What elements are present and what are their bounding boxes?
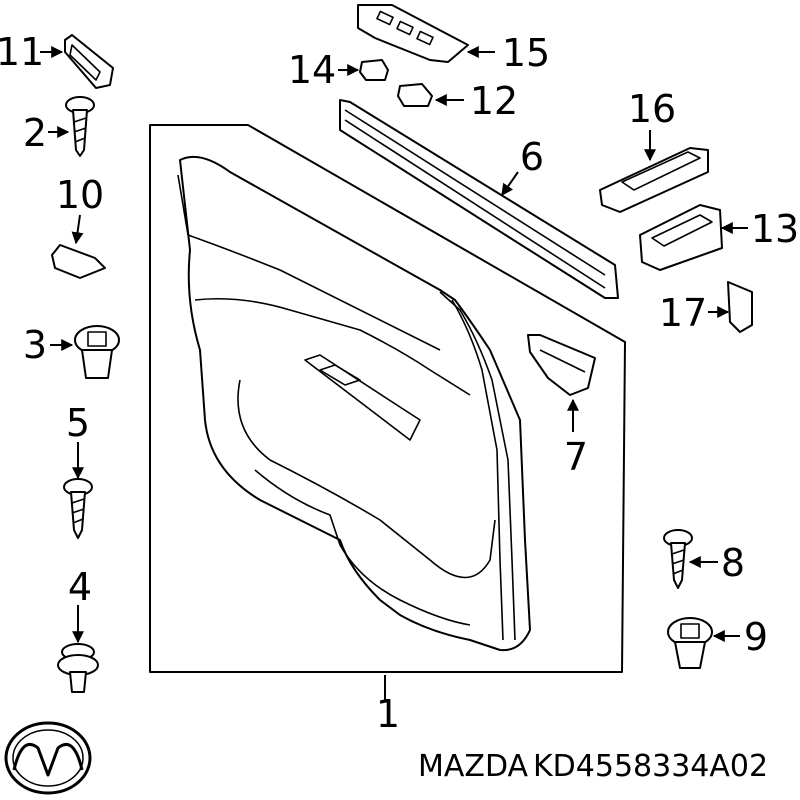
callout-7: 7 bbox=[564, 435, 588, 479]
cover-10 bbox=[51, 244, 106, 279]
belt-weatherstrip bbox=[339, 99, 619, 299]
caption-brand: MAZDA bbox=[418, 749, 529, 784]
callout-13: 13 bbox=[751, 207, 799, 251]
master-switch-bezel bbox=[599, 147, 709, 213]
callout-15: 15 bbox=[502, 31, 550, 75]
small-switch-14 bbox=[359, 59, 389, 81]
door-panel-belt-line bbox=[194, 297, 471, 396]
master-window-switch bbox=[639, 204, 723, 271]
clip-3 bbox=[74, 325, 120, 379]
screw-5 bbox=[63, 478, 93, 539]
door-panel-rear-edge-inner bbox=[451, 299, 504, 641]
door-panel-upper-edge bbox=[177, 174, 441, 351]
window-switch-panel bbox=[357, 4, 469, 63]
clip-4 bbox=[57, 643, 99, 693]
bracket-7 bbox=[527, 334, 596, 396]
callout-4: 4 bbox=[68, 565, 92, 609]
door-panel-armrest bbox=[304, 354, 421, 441]
callout-2: 2 bbox=[23, 111, 47, 155]
small-switch-12 bbox=[397, 83, 433, 107]
cover-11 bbox=[64, 34, 114, 89]
callout-12: 12 bbox=[470, 79, 518, 123]
clip-9 bbox=[667, 617, 713, 669]
callout-3: 3 bbox=[23, 323, 47, 367]
door-panel-lower-pocket bbox=[237, 379, 496, 579]
door-panel-handle-recess bbox=[319, 364, 361, 386]
leader-lines bbox=[40, 46, 748, 700]
callout-8: 8 bbox=[721, 541, 745, 585]
callout-14: 14 bbox=[288, 48, 336, 92]
caption-part-number: KD4558334A02 bbox=[533, 749, 768, 784]
callout-11: 11 bbox=[0, 30, 44, 74]
callout-6: 6 bbox=[520, 135, 544, 179]
door-trim-panel bbox=[149, 124, 626, 673]
callout-labels: 11 2 10 3 5 4 1 6 7 8 9 12 13 14 15 16 1… bbox=[0, 30, 799, 736]
callout-16: 16 bbox=[628, 87, 676, 131]
door-panel-outline bbox=[179, 156, 531, 652]
callout-5: 5 bbox=[66, 401, 90, 445]
mazda-logo-icon bbox=[4, 721, 92, 795]
screw-2 bbox=[65, 96, 95, 157]
callout-9: 9 bbox=[744, 615, 768, 659]
callout-17: 17 bbox=[659, 291, 707, 335]
door-panel-inner-trim bbox=[254, 469, 471, 626]
callout-10: 10 bbox=[56, 173, 104, 217]
screw-8 bbox=[663, 529, 693, 589]
callout-1: 1 bbox=[376, 692, 400, 736]
bracket-17 bbox=[727, 281, 753, 333]
door-panel-rear-edge bbox=[439, 291, 516, 641]
